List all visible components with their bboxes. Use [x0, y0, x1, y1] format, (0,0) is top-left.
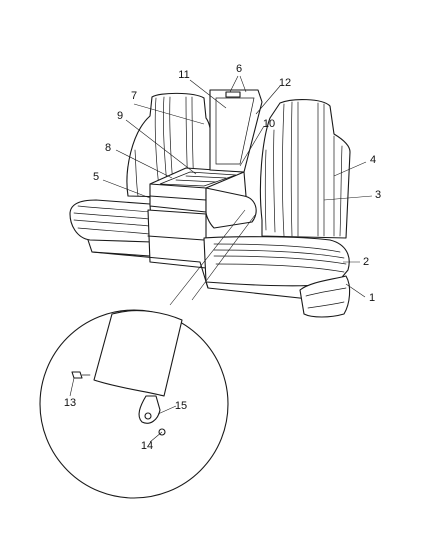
- callout-8: 8: [105, 142, 111, 154]
- callout-11: 11: [178, 69, 189, 81]
- callout-13: 13: [64, 397, 76, 409]
- callout-14: 14: [141, 440, 153, 452]
- seat-base-frame: [91, 251, 351, 318]
- callout-10: 10: [263, 118, 275, 130]
- callout-labels: 1 2 3 4 5 6 7 8 9 10 11 12 13 14 15: [64, 63, 381, 452]
- magnifier-leader-line-2: [191, 214, 256, 301]
- callout-2: 2: [363, 256, 369, 268]
- right-seat-back: [259, 99, 351, 239]
- left-seat-cushion: [69, 199, 153, 257]
- callout-7: 7: [131, 90, 137, 102]
- callout-leaders: [69, 75, 373, 443]
- callout-15: 15: [175, 400, 187, 412]
- callout-9: 9: [117, 110, 123, 122]
- magnifier-leader-line: [169, 209, 246, 306]
- right-seat-cushion: [203, 236, 350, 289]
- detail-magnifier: [39, 309, 229, 499]
- callout-12: 12: [279, 77, 291, 89]
- callout-1: 1: [369, 292, 375, 304]
- callout-3: 3: [375, 189, 381, 201]
- callout-4: 4: [370, 154, 376, 166]
- center-section: [147, 209, 207, 269]
- callout-6: 6: [236, 63, 242, 75]
- callout-5: 5: [93, 171, 99, 183]
